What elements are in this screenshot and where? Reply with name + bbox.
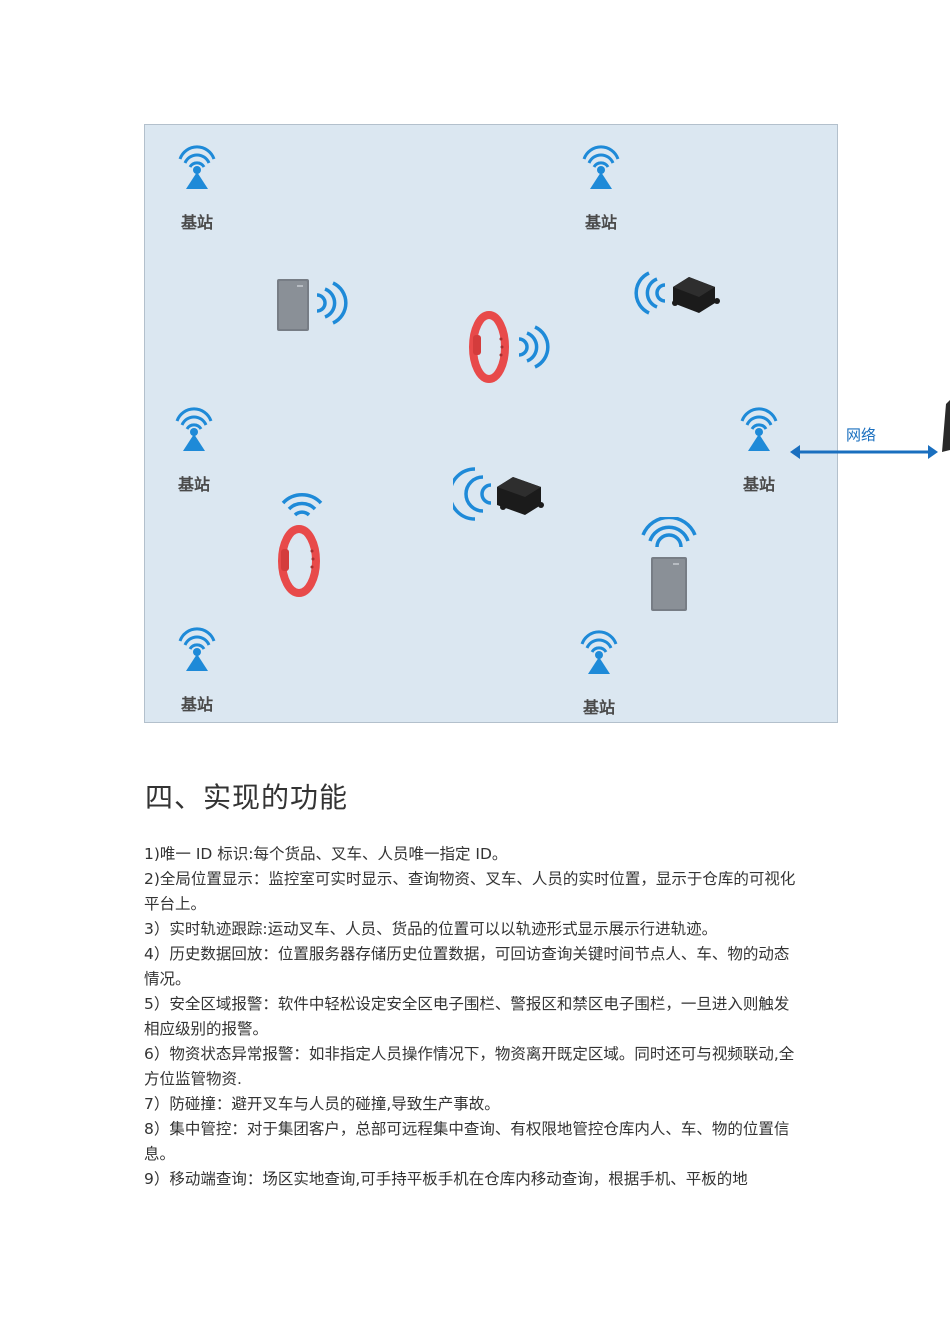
base-station-label: 基站 xyxy=(584,213,617,232)
feature-item-6: 6）物资状态异常报警：如非指定人员操作情况下，物资离开既定区域。同时还可与视频联… xyxy=(144,1045,795,1088)
base-station-label: 基站 xyxy=(742,475,775,494)
feature-item-8: 8）集中管控：对于集团客户，总部可远程集中查询、有权限地管控仓库内人、车、物的位… xyxy=(144,1120,790,1163)
asset-tag-icon xyxy=(634,271,720,315)
base-station-bottom-center: 基站 xyxy=(569,628,629,717)
feature-item-7: 7）防碰撞：避开叉车与人员的碰撞,导致生产事故。 xyxy=(144,1095,500,1113)
section-heading: 四、实现的功能 xyxy=(145,781,349,814)
base-station-label: 基站 xyxy=(180,213,213,232)
base-station-icon xyxy=(582,145,620,189)
feature-item-2: 2)全局位置显示：监控室可实时显示、查询物资、叉车、人员的实时位置，显示于仓库的… xyxy=(144,870,796,913)
wristband-icon xyxy=(469,311,550,383)
base-station-mid-right: 基站 xyxy=(729,405,789,494)
feature-list: 1)唯一 ID 标识:每个货品、叉车、人员唯一指定 ID。 2)全局位置显示：监… xyxy=(144,842,804,1192)
base-station-label: 基站 xyxy=(180,695,213,714)
base-station-icon xyxy=(178,145,216,189)
base-station-mid-left: 基站 xyxy=(164,405,224,494)
base-station-top-center: 基站 xyxy=(571,143,631,232)
network-arrow xyxy=(790,445,938,459)
base-station-icon xyxy=(175,407,213,451)
base-station-icon xyxy=(178,627,216,671)
server-edge-icon xyxy=(942,400,950,452)
base-station-icon xyxy=(580,630,618,674)
feature-item-1: 1)唯一 ID 标识:每个货品、叉车、人员唯一指定 ID。 xyxy=(144,845,508,863)
base-station-label: 基站 xyxy=(177,475,210,494)
feature-item-4: 4）历史数据回放：位置服务器存储历史位置数据，可回访查询关键时间节点人、车、物的… xyxy=(144,945,790,988)
card-tag-icon xyxy=(277,279,348,331)
network-label: 网络 xyxy=(846,426,877,444)
positioning-diagram: 基站 基站 基站 基站 xyxy=(144,124,838,723)
base-station-icon xyxy=(740,407,778,451)
base-station-label: 基站 xyxy=(582,698,615,717)
base-station-top-left: 基站 xyxy=(167,143,227,232)
feature-item-5: 5）安全区域报警：软件中轻松设定安全区电子围栏、警报区和禁区电子围栏，一旦进入则… xyxy=(144,995,790,1038)
card-tag-icon xyxy=(641,517,697,611)
feature-item-3: 3）实时轨迹跟踪:运动叉车、人员、货品的位置可以以轨迹形式显示展示行进轨迹。 xyxy=(144,920,718,938)
feature-item-9: 9）移动端查询：场区实地查询,可手持平板手机在仓库内移动查询，根据手机、平板的地 xyxy=(144,1170,748,1188)
base-station-bottom-left: 基站 xyxy=(167,625,227,714)
asset-tag-icon xyxy=(453,467,544,521)
wristband-icon xyxy=(278,493,323,597)
